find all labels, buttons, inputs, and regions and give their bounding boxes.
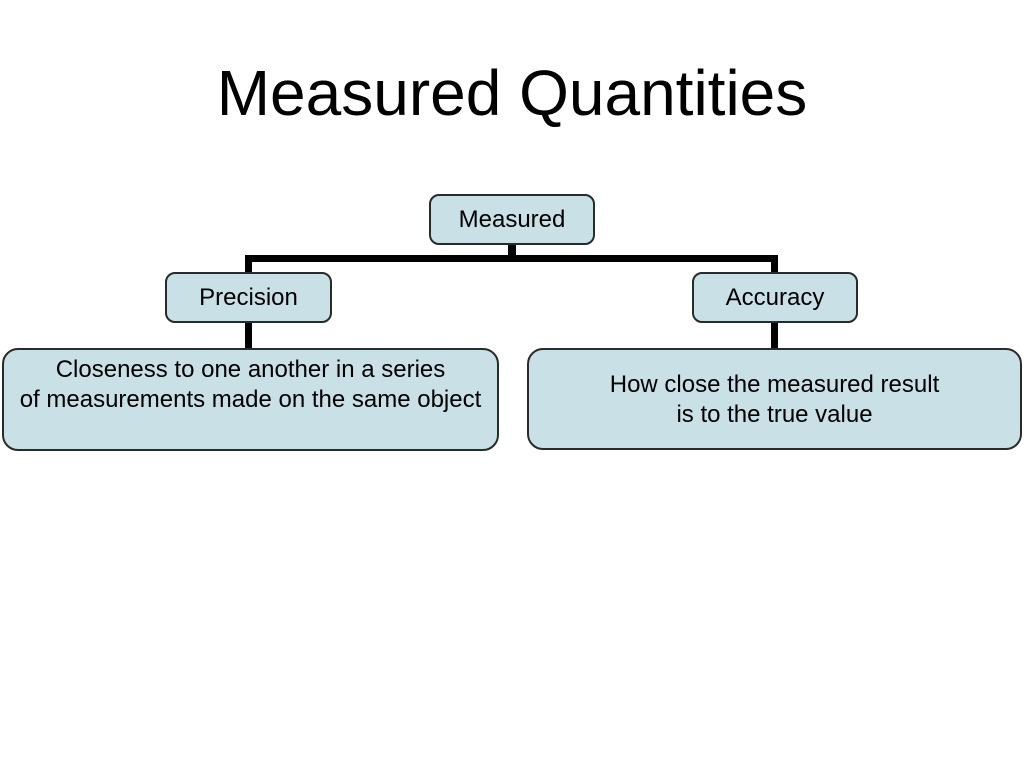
connector-left-elbow — [245, 255, 252, 275]
accuracy-description-box: How close the measured result is to the … — [527, 348, 1022, 450]
connector-accuracy-drop — [771, 320, 778, 350]
accuracy-description-line1: How close the measured result — [609, 371, 940, 398]
diagram-node-precision: Precision — [165, 272, 332, 323]
diagram-node-accuracy: Accuracy — [692, 272, 858, 323]
precision-node-label: Precision — [199, 283, 298, 311]
precision-description-line1: Closeness to one another in a series — [55, 356, 446, 383]
slide-title: Measured Quantities — [216, 57, 808, 129]
connector-right-elbow — [771, 255, 778, 275]
connector-root-stub — [508, 243, 516, 259]
diagram-node-measured: Measured — [429, 194, 595, 245]
measured-node-label: Measured — [458, 205, 566, 233]
accuracy-description-line2: is to the true value — [676, 401, 873, 428]
precision-description-line2: of measurements made on the same object — [19, 386, 482, 413]
accuracy-node-label: Accuracy — [725, 283, 825, 311]
connector-precision-drop — [245, 320, 252, 350]
connector-horizontal-bar — [245, 255, 778, 262]
precision-description-box: Closeness to one another in a series of … — [2, 348, 499, 451]
